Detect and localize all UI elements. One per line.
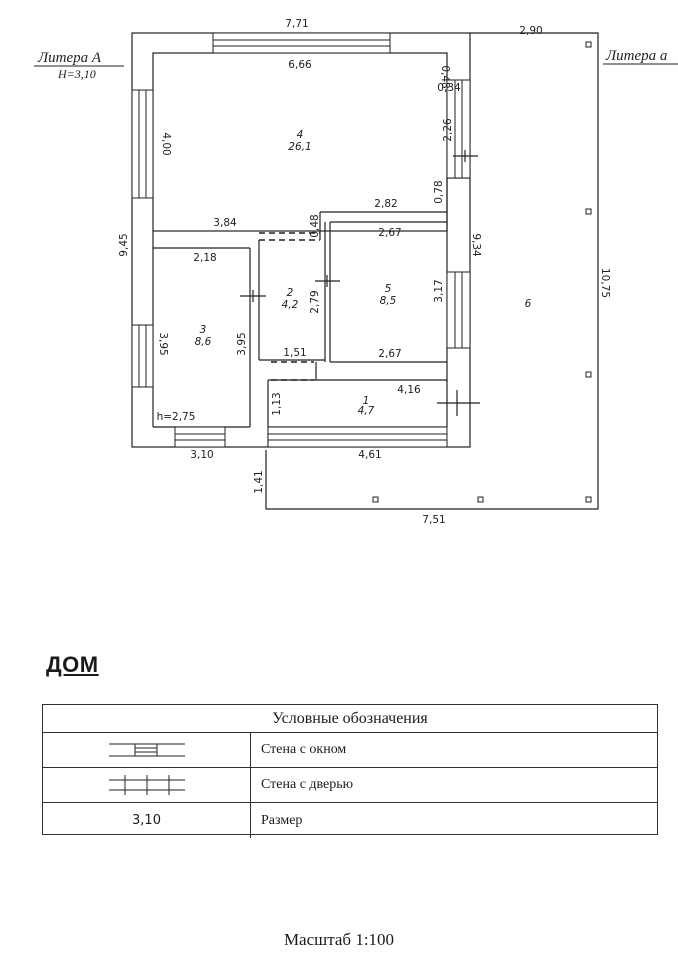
dim-934: 9,34 — [470, 233, 482, 257]
dim-room4-width: 6,66 — [288, 59, 312, 71]
dim-751: 7,51 — [422, 514, 445, 526]
dim-151: 1,51 — [283, 347, 306, 359]
room-2-number: 2 — [287, 287, 294, 299]
room-4-area: 26,1 — [288, 141, 311, 153]
dim-416: 4,16 — [397, 384, 421, 396]
room-3-area: 8,6 — [195, 336, 212, 348]
room-2-area: 4,2 — [282, 299, 299, 311]
dim-top-main: 7,71 — [285, 18, 308, 30]
room-1-area: 4,7 — [358, 405, 375, 417]
dim-267-top: 2,67 — [378, 227, 401, 239]
dim-279: 2,79 — [309, 290, 321, 313]
dim-078: 0,78 — [433, 180, 445, 203]
room-labels: 4 26,1 2 4,2 5 8,5 3 8,6 1 4,7 6 — [195, 129, 532, 417]
dim-267-bottom: 2,67 — [378, 348, 401, 360]
room-6-number: 6 — [525, 298, 532, 310]
legend-table: Условные обозначения Стена с окном Стена… — [42, 704, 658, 838]
room-4-number: 4 — [297, 129, 304, 141]
dim-048-top: 0,48 — [439, 65, 451, 88]
legend-title: Условные обозначения — [43, 705, 657, 733]
room-3-number: 3 — [200, 324, 207, 336]
legend-desc-size: Размер — [261, 812, 303, 828]
dim-282: 2,82 — [374, 198, 397, 210]
dim-395-right: 3,95 — [236, 332, 248, 355]
dim-218: 2,18 — [193, 252, 216, 264]
dim-384: 3,84 — [213, 217, 237, 229]
windows — [131, 32, 471, 448]
annex-markers — [372, 41, 592, 503]
legend-desc-door: Стена с дверью — [261, 777, 354, 792]
dim-1075: 10,75 — [599, 268, 611, 298]
dimensions-vertical: 0,48 4,00 2,26 9,45 0,78 0,48 9,34 10,75… — [118, 65, 611, 493]
openings-dashed — [259, 232, 320, 381]
dim-395-left: 3,95 — [157, 332, 169, 355]
litera-b-label: Литера а — [605, 48, 667, 64]
scale-label: Масштаб 1:100 — [283, 930, 395, 949]
litera-a-height: Н=3,10 — [57, 67, 96, 81]
dim-048-mid: 0,48 — [309, 214, 321, 237]
litera-a-label: Литера А — [37, 50, 102, 66]
dim-141: 1,41 — [253, 470, 265, 493]
legend-symbol-door — [43, 768, 251, 802]
legend-row-window: Стена с окном — [43, 733, 657, 768]
room-5-number: 5 — [385, 283, 392, 295]
legend-desc-window: Стена с окном — [261, 742, 347, 757]
house-label: ДОМ — [46, 652, 99, 677]
legend-symbol-window — [43, 733, 251, 767]
door-marks — [240, 150, 480, 416]
dim-top-annex: 2,90 — [519, 25, 542, 37]
dim-226: 2,26 — [442, 118, 454, 142]
dimensions-horizontal: 7,71 2,90 6,66 0,34 3,84 2,82 2,18 2,67 … — [157, 18, 543, 526]
door-symbol-icon — [108, 775, 185, 795]
dim-113: 1,13 — [271, 392, 283, 415]
dim-317: 3,17 — [433, 279, 445, 302]
dim-310: 3,10 — [190, 449, 213, 461]
dim-461: 4,61 — [358, 449, 381, 461]
window-symbol-icon — [108, 743, 185, 757]
dim-034: 0,34 — [437, 82, 461, 94]
legend-row-door: Стена с дверью — [43, 768, 657, 803]
dim-400: 4,00 — [160, 132, 172, 155]
room-5-area: 8,5 — [380, 295, 397, 307]
legend-row-size: 3,10 Размер — [43, 803, 657, 838]
annex-outline — [265, 32, 599, 510]
legend-symbol-size: 3,10 — [43, 803, 251, 838]
dim-945: 9,45 — [118, 233, 130, 256]
room-1-number: 1 — [363, 395, 370, 407]
floor-plan: Литера А Н=3,10 Литера а — [34, 18, 678, 526]
dim-h275: h=2,75 — [157, 411, 196, 423]
